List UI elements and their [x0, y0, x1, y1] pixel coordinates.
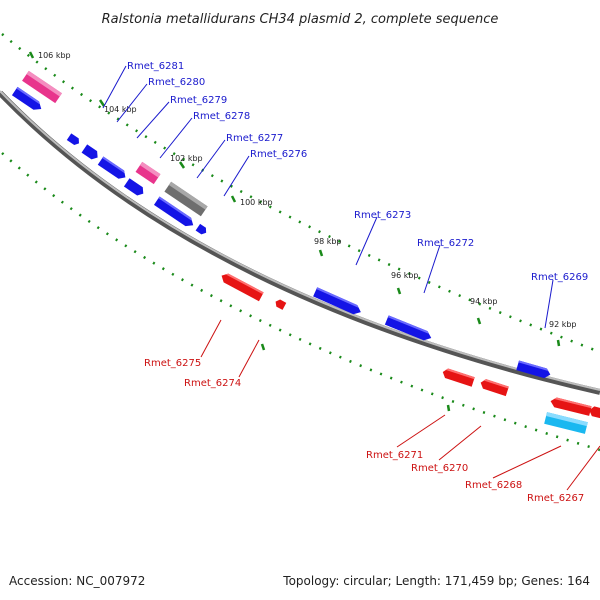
gene-label-rmet-6270[interactable]: Rmet_6270	[411, 463, 468, 474]
reverse-leader-lines	[200, 319, 600, 491]
tick-mark	[178, 161, 186, 169]
tick-mark	[230, 195, 237, 203]
leader-line-rmet-6269	[544, 279, 554, 329]
leader-line-rmet-6268	[492, 445, 562, 479]
tick-mark	[446, 404, 451, 412]
sequence-backbone-highlight	[0, 90, 600, 391]
tick-label-102: 102 kbp	[170, 154, 203, 163]
forward-leader-lines	[102, 65, 554, 329]
gene-label-rmet-6267[interactable]: Rmet_6267	[527, 493, 584, 504]
gene-label-rmet-6268[interactable]: Rmet_6268	[465, 480, 522, 491]
gene-block-gray[interactable]	[164, 181, 208, 217]
gene-block-pink[interactable]	[135, 161, 161, 185]
gene-block-rmet-6268[interactable]	[549, 396, 592, 416]
gene-label-rmet-6278[interactable]: Rmet_6278	[193, 111, 250, 122]
sequence-backbone	[0, 90, 600, 395]
gene-label-rmet-6279[interactable]: Rmet_6279	[170, 95, 227, 106]
gene-label-rmet-6281[interactable]: Rmet_6281	[127, 61, 184, 72]
outer-tick-ring	[1, 33, 600, 354]
tick-mark	[260, 343, 266, 351]
tick-label-94: 94 kbp	[470, 297, 498, 306]
gene-block-rmet-6277[interactable]	[97, 156, 128, 181]
gene-label-rmet-6276[interactable]: Rmet_6276	[250, 149, 307, 160]
tick-label-92: 92 kbp	[549, 320, 577, 329]
tick-label-98: 98 kbp	[314, 237, 342, 246]
tick-label-100: 100 kbp	[240, 198, 273, 207]
tick-mark	[28, 51, 35, 59]
gene-block-rmet-6276[interactable]	[123, 178, 146, 197]
leader-line-rmet-6274	[238, 339, 260, 378]
major-ticks	[28, 51, 561, 412]
inner-tick-ring	[1, 152, 600, 452]
leader-line-rmet-6271	[396, 414, 446, 448]
leader-line-rmet-6279	[136, 101, 170, 139]
gene-block-blue-b[interactable]	[195, 223, 209, 236]
leader-line-rmet-6272	[423, 244, 441, 294]
gene-block-rmet-6271[interactable]	[441, 367, 475, 387]
gene-block-rmet-6278[interactable]	[81, 144, 101, 161]
gene-block-rmet-6273[interactable]	[313, 287, 363, 316]
tick-mark	[556, 339, 561, 347]
gene-label-rmet-6274[interactable]: Rmet_6274	[184, 378, 241, 389]
gene-label-rmet-6272[interactable]: Rmet_6272	[417, 238, 474, 249]
tick-label-104: 104 kbp	[104, 105, 137, 114]
leader-line-rmet-6278	[159, 117, 193, 159]
forward-strand-genes	[11, 70, 551, 380]
tick-label-106: 106 kbp	[38, 51, 71, 60]
tick-mark	[318, 249, 324, 257]
gene-label-rmet-6271[interactable]: Rmet_6271	[366, 450, 423, 461]
gene-label-rmet-6280[interactable]: Rmet_6280	[148, 77, 205, 88]
tick-label-96: 96 kbp	[391, 271, 419, 280]
accession-text: Accession: NC_007972	[9, 574, 145, 588]
gene-label-rmet-6269[interactable]: Rmet_6269	[531, 272, 588, 283]
gene-block-rmet-6267[interactable]	[588, 405, 600, 420]
leader-line-rmet-6276	[223, 155, 250, 197]
gene-block-rmet-6269[interactable]	[516, 360, 551, 380]
gene-block-rmet-6279[interactable]	[66, 133, 81, 146]
leader-line-rmet-6277	[196, 139, 226, 179]
gene-block-cyan[interactable]	[544, 412, 588, 434]
leader-line-rmet-6267	[566, 445, 600, 491]
gene-block-rmet-6275[interactable]	[219, 271, 264, 302]
topology-summary-text: Topology: circular; Length: 171,459 bp; …	[282, 574, 590, 588]
gene-label-rmet-6277[interactable]: Rmet_6277	[226, 133, 283, 144]
leader-line-rmet-6275	[200, 319, 222, 358]
leader-line-rmet-6280	[116, 83, 148, 123]
gene-block-rmet-6280[interactable]	[11, 86, 44, 113]
gene-block-rmet-6281[interactable]	[22, 70, 62, 104]
gene-block-rmet-6274[interactable]	[274, 298, 287, 310]
tick-mark	[476, 317, 482, 325]
gene-block-blue-a[interactable]	[153, 196, 196, 230]
gene-label-rmet-6273[interactable]: Rmet_6273	[354, 210, 411, 221]
gene-label-rmet-6275[interactable]: Rmet_6275	[144, 358, 201, 369]
tick-mark	[98, 99, 106, 107]
leader-line-rmet-6273	[355, 216, 378, 266]
gene-block-rmet-6270[interactable]	[479, 378, 509, 397]
gene-block-rmet-6272[interactable]	[384, 315, 433, 342]
leader-line-rmet-6281	[102, 65, 127, 109]
map-title: Ralstonia metallidurans CH34 plasmid 2, …	[102, 12, 499, 27]
leader-line-rmet-6270	[438, 425, 482, 461]
tick-mark	[396, 287, 402, 295]
reverse-strand-genes	[219, 271, 600, 434]
